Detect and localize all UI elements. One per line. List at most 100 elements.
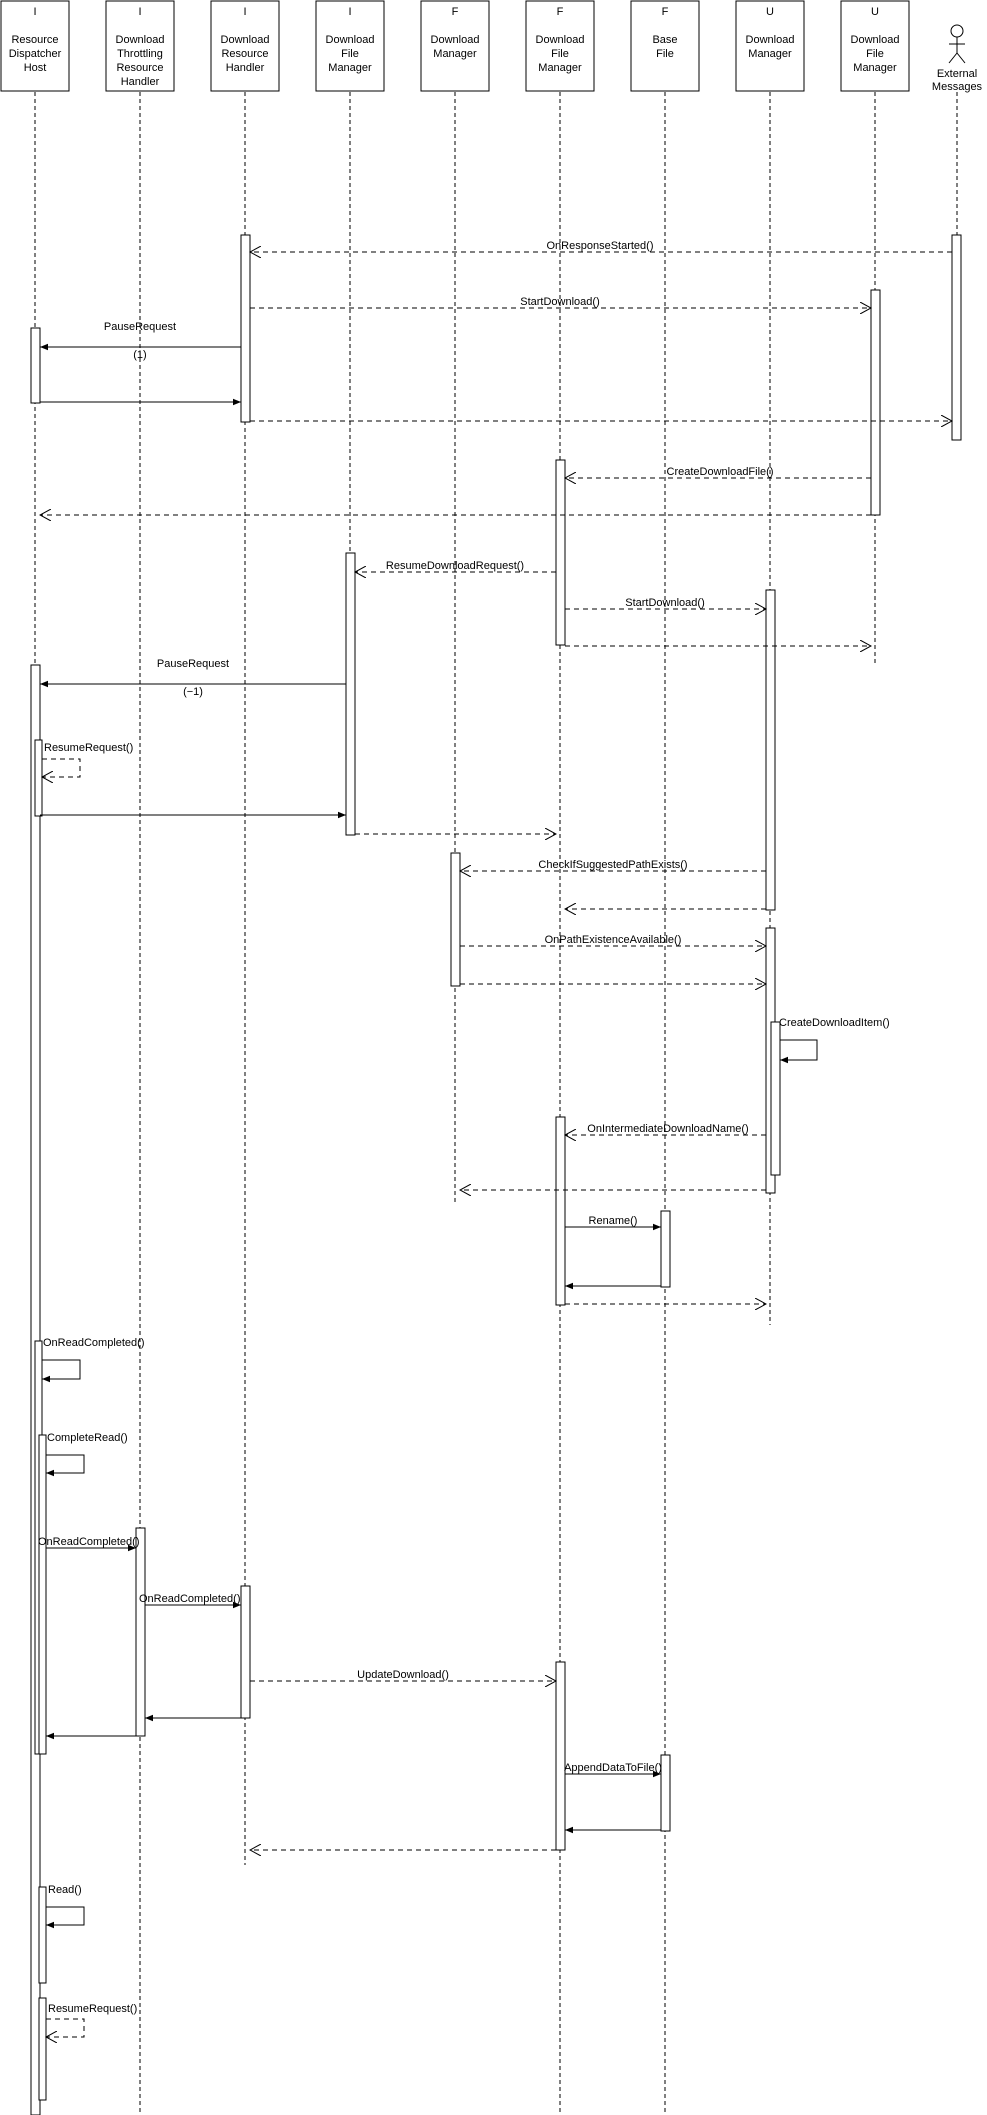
svg-text:F: F [452, 6, 459, 18]
svg-text:File: File [656, 48, 674, 60]
svg-text:Read(): Read() [48, 1884, 82, 1896]
svg-text:File: File [866, 48, 884, 60]
svg-text:PauseRequest: PauseRequest [157, 658, 229, 670]
message-on-response-started: OnResponseStarted() [250, 240, 952, 252]
activation-bar [38, 1434, 47, 1755]
svg-text:I: I [348, 6, 351, 18]
message-resume-request-self: ResumeRequest() [42, 742, 133, 777]
activation-bar [240, 1585, 251, 1719]
svg-text:StartDownload(): StartDownload() [625, 597, 704, 609]
svg-text:CreateDownloadFile(): CreateDownloadFile() [667, 466, 774, 478]
svg-text:U: U [766, 6, 774, 18]
message-create-download-file: CreateDownloadFile() [565, 466, 871, 478]
message-pause-request: PauseRequest (1) [40, 321, 241, 361]
activation-bar [555, 1116, 566, 1306]
activation-bar [770, 1021, 781, 1176]
message-on-intermediate-download-name: OnIntermediateDownloadName() [565, 1123, 766, 1135]
activation-bar [38, 1886, 47, 1984]
participant-download-manager-ui: U Download Manager [735, 0, 805, 92]
activation-bar [555, 459, 566, 646]
participant-external-messages: External Messages [932, 24, 983, 93]
activation-bar [870, 289, 881, 516]
participant-download-file-manager-io: I Download File Manager [315, 0, 385, 92]
message-complete-read-self: CompleteRead() [46, 1432, 128, 1477]
svg-text:Manager: Manager [328, 62, 372, 74]
svg-text:Host: Host [24, 62, 47, 74]
svg-text:I: I [33, 6, 36, 18]
svg-text:Handler: Handler [121, 76, 160, 88]
svg-text:Download: Download [431, 34, 480, 46]
svg-text:I: I [138, 6, 141, 18]
svg-text:Resource: Resource [221, 48, 268, 60]
svg-text:Download: Download [851, 34, 900, 46]
svg-text:File: File [551, 48, 569, 60]
participant-download-resource-handler: I Download Resource Handler [210, 0, 280, 92]
svg-text:ResumeRequest(): ResumeRequest() [48, 2003, 137, 2015]
svg-text:OnReadCompleted(): OnReadCompleted() [43, 1337, 145, 1349]
svg-text:StartDownload(): StartDownload() [520, 296, 599, 308]
actor-icon [948, 24, 966, 64]
svg-text:ResumeRequest(): ResumeRequest() [44, 742, 133, 754]
message-pause-request-2: PauseRequest (−1) [40, 658, 346, 698]
activation-bar [345, 552, 356, 836]
svg-text:(−1): (−1) [183, 686, 203, 698]
svg-text:OnResponseStarted(): OnResponseStarted() [547, 240, 654, 252]
message-check-if-suggested-path-exists: CheckIfSuggestedPathExists() [460, 859, 766, 871]
svg-text:File: File [341, 48, 359, 60]
svg-text:Download: Download [221, 34, 270, 46]
svg-text:Resource: Resource [116, 62, 163, 74]
message-resume-download-request: ResumeDownloadRequest() [355, 560, 556, 572]
participant-resource-dispatcher-host: I Resource Dispatcher Host [0, 0, 70, 92]
message-append-data-to-file: AppendDataToFile() [564, 1762, 662, 1778]
activation-bar [765, 589, 776, 911]
svg-text:Download: Download [326, 34, 375, 46]
message-on-read-completed-throttling: OnReadCompleted() [38, 1536, 140, 1552]
message-read-self: Read() [46, 1884, 85, 1929]
svg-text:CreateDownloadItem(): CreateDownloadItem() [779, 1017, 890, 1029]
svg-text:Manager: Manager [748, 48, 792, 60]
svg-text:CheckIfSuggestedPathExists(): CheckIfSuggestedPathExists() [538, 859, 687, 871]
svg-text:I: I [243, 6, 246, 18]
message-on-read-completed-resource-handler: OnReadCompleted() [139, 1593, 241, 1609]
svg-text:F: F [557, 6, 564, 18]
activation-bar [38, 1997, 47, 2101]
message-start-download-2: StartDownload() [565, 597, 766, 609]
svg-text:UpdateDownload(): UpdateDownload() [357, 1669, 449, 1681]
message-resume-request-self-2: ResumeRequest() [46, 2003, 137, 2037]
svg-text:U: U [871, 6, 879, 18]
svg-text:Rename(): Rename() [589, 1215, 638, 1227]
svg-text:Download: Download [116, 34, 165, 46]
message-update-download: UpdateDownload() [250, 1669, 556, 1681]
svg-text:CompleteRead(): CompleteRead() [47, 1432, 128, 1444]
activation-bar [660, 1210, 671, 1288]
message-rename: Rename() [565, 1215, 661, 1231]
participant-download-manager-file: F Download Manager [420, 0, 490, 92]
participant-base-file: F Base File [630, 0, 700, 92]
svg-text:Download: Download [536, 34, 585, 46]
activation-bar [240, 234, 251, 423]
activation-bar [951, 234, 962, 441]
svg-text:Messages: Messages [932, 81, 983, 93]
activation-bar [555, 1661, 566, 1851]
message-on-read-completed-self: OnReadCompleted() [42, 1337, 145, 1383]
activation-bar [30, 327, 41, 404]
svg-text:Base: Base [652, 34, 677, 46]
svg-text:F: F [662, 6, 669, 18]
participant-download-file-manager-ui: U Download File Manager [840, 0, 910, 92]
activation-bar [450, 852, 461, 987]
svg-text:ResumeDownloadRequest(): ResumeDownloadRequest() [386, 560, 524, 572]
svg-text:AppendDataToFile(): AppendDataToFile() [564, 1762, 662, 1774]
svg-text:Dispatcher: Dispatcher [9, 48, 62, 60]
svg-text:Manager: Manager [853, 62, 897, 74]
svg-text:Download: Download [746, 34, 795, 46]
svg-text:(1): (1) [133, 349, 146, 361]
activation-bar [660, 1754, 671, 1832]
activation-bars [30, 234, 962, 2115]
svg-text:OnIntermediateDownloadName(): OnIntermediateDownloadName() [587, 1123, 748, 1135]
svg-text:Throttling: Throttling [117, 48, 163, 60]
svg-text:Manager: Manager [538, 62, 582, 74]
svg-text:OnReadCompleted(): OnReadCompleted() [38, 1536, 140, 1548]
svg-text:Resource: Resource [11, 34, 58, 46]
svg-text:OnReadCompleted(): OnReadCompleted() [139, 1593, 241, 1605]
